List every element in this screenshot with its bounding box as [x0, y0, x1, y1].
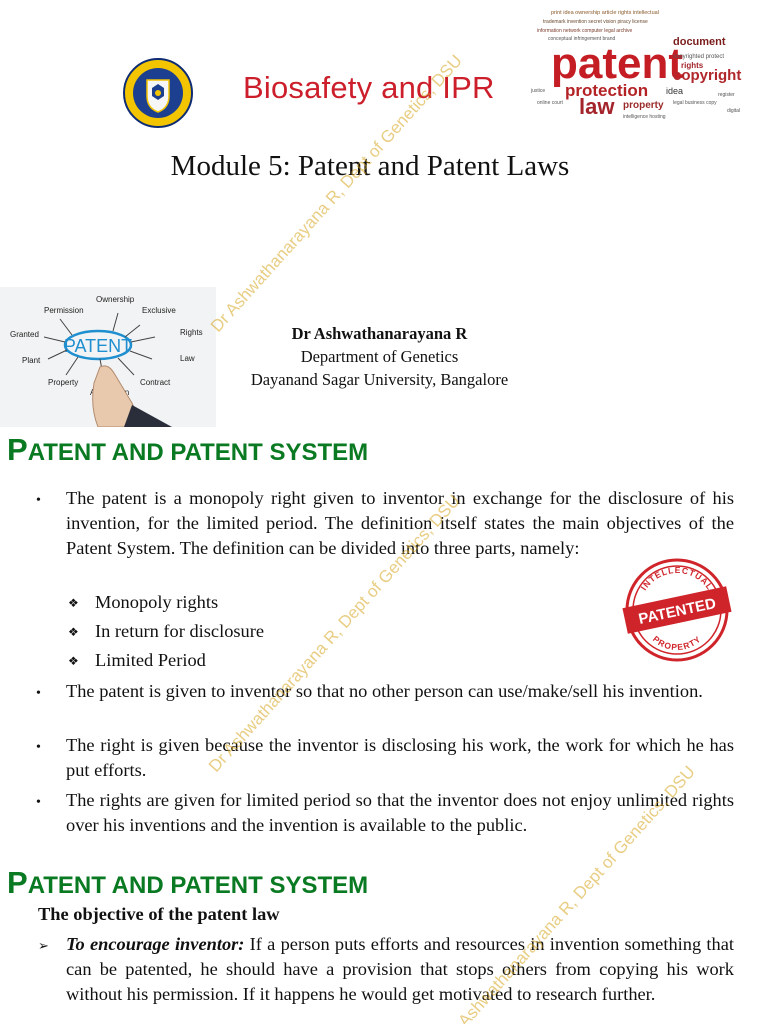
- sub-item-monopoly-rights: Monopoly rights: [95, 592, 219, 612]
- diamond-bullet-icon: ❖: [68, 654, 79, 668]
- svg-text:patent: patent: [551, 39, 683, 88]
- paragraph-encourage-inventor: To encourage inventor: If a person puts …: [66, 932, 734, 1007]
- sub-item-limited-period: Limited Period: [95, 650, 206, 670]
- heading-initial: P: [7, 865, 28, 900]
- patent-concept-image: PATENT Ownership Permission Exclusive Gr…: [0, 287, 216, 427]
- svg-text:Property: Property: [48, 378, 78, 387]
- svg-text:information network computer: information network computer legal archi…: [537, 28, 633, 34]
- svg-text:copyright: copyright: [673, 67, 741, 84]
- patented-stamp-image: INTELLECTUAL PROPERTY PATENTED: [620, 557, 734, 663]
- svg-text:protection: protection: [565, 81, 648, 100]
- author-name: Dr Ashwathanarayana R: [291, 324, 468, 343]
- svg-text:rights: rights: [681, 61, 704, 70]
- svg-text:online court: online court: [537, 100, 563, 106]
- svg-text:Law: Law: [180, 354, 195, 363]
- svg-text:conceptual infringement bran: conceptual infringement brand: [548, 36, 615, 42]
- svg-text:Plant: Plant: [22, 356, 41, 365]
- svg-text:intelligence hosting: intelligence hosting: [623, 114, 666, 120]
- svg-text:PATENT: PATENT: [64, 336, 132, 356]
- bullet-icon: •: [36, 795, 41, 810]
- patent-wordcloud-image: print idea ownership article rights inte…: [523, 0, 768, 125]
- section-heading-1: PATENT AND PATENT SYSTEM: [7, 432, 368, 468]
- encourage-text: If a person puts efforts and resources i…: [66, 934, 734, 1004]
- bullet-icon: •: [36, 493, 41, 508]
- bullet-icon: •: [36, 686, 41, 701]
- svg-text:document: document: [673, 36, 726, 48]
- paragraph-monopoly: The patent is a monopoly right given to …: [66, 488, 734, 558]
- module-title: Module 5: Patent and Patent Laws: [170, 150, 570, 182]
- paragraph-given-to-inventor: The patent is given to inventor so that …: [66, 681, 703, 701]
- svg-text:idea: idea: [666, 86, 683, 96]
- bullet-icon: •: [36, 740, 41, 755]
- svg-text:Permission: Permission: [44, 306, 84, 315]
- author-block: Dr Ashwathanarayana R Department of Gene…: [222, 322, 537, 391]
- svg-text:law: law: [579, 94, 615, 119]
- diamond-bullet-icon: ❖: [68, 596, 79, 610]
- svg-text:legal business copy: legal business copy: [673, 100, 717, 106]
- arrow-bullet-icon: ➢: [38, 938, 49, 953]
- author-department: Department of Genetics: [300, 347, 459, 366]
- svg-text:copyrighted protect: copyrighted protect: [673, 54, 724, 60]
- svg-text:Exclusive: Exclusive: [142, 306, 176, 315]
- diamond-bullet-icon: ❖: [68, 625, 79, 639]
- svg-text:register: register: [718, 92, 735, 98]
- paragraph-right-given: The right is given because the inventor …: [66, 735, 734, 780]
- sub-item-return-disclosure: In return for disclosure: [95, 621, 265, 641]
- svg-text:Contract: Contract: [140, 378, 171, 387]
- svg-text:justice: justice: [530, 88, 545, 94]
- heading-initial: P: [7, 432, 28, 467]
- objective-heading: The objective of the patent law: [38, 904, 280, 924]
- paragraph-limited-period: The rights are given for limited period …: [66, 790, 734, 835]
- encourage-label: To encourage inventor:: [66, 934, 245, 954]
- heading-rest: ATENT AND PATENT SYSTEM: [27, 872, 369, 899]
- university-logo: [123, 58, 193, 128]
- course-title: Biosafety and IPR: [243, 70, 495, 105]
- svg-text:print idea ownership article: print idea ownership article rights inte…: [551, 10, 659, 16]
- svg-text:digital: digital: [727, 108, 740, 114]
- svg-text:Ownership: Ownership: [96, 295, 135, 304]
- svg-text:property: property: [623, 100, 664, 111]
- author-university: Dayanand Sagar University, Bangalore: [250, 370, 509, 389]
- svg-text:Granted: Granted: [10, 330, 39, 339]
- svg-text:trademark invention secret: trademark invention secret vision piracy…: [543, 19, 648, 25]
- section-heading-2: PATENT AND PATENT SYSTEM: [7, 865, 368, 901]
- heading-rest: ATENT AND PATENT SYSTEM: [27, 439, 369, 466]
- svg-text:Rights: Rights: [180, 328, 203, 337]
